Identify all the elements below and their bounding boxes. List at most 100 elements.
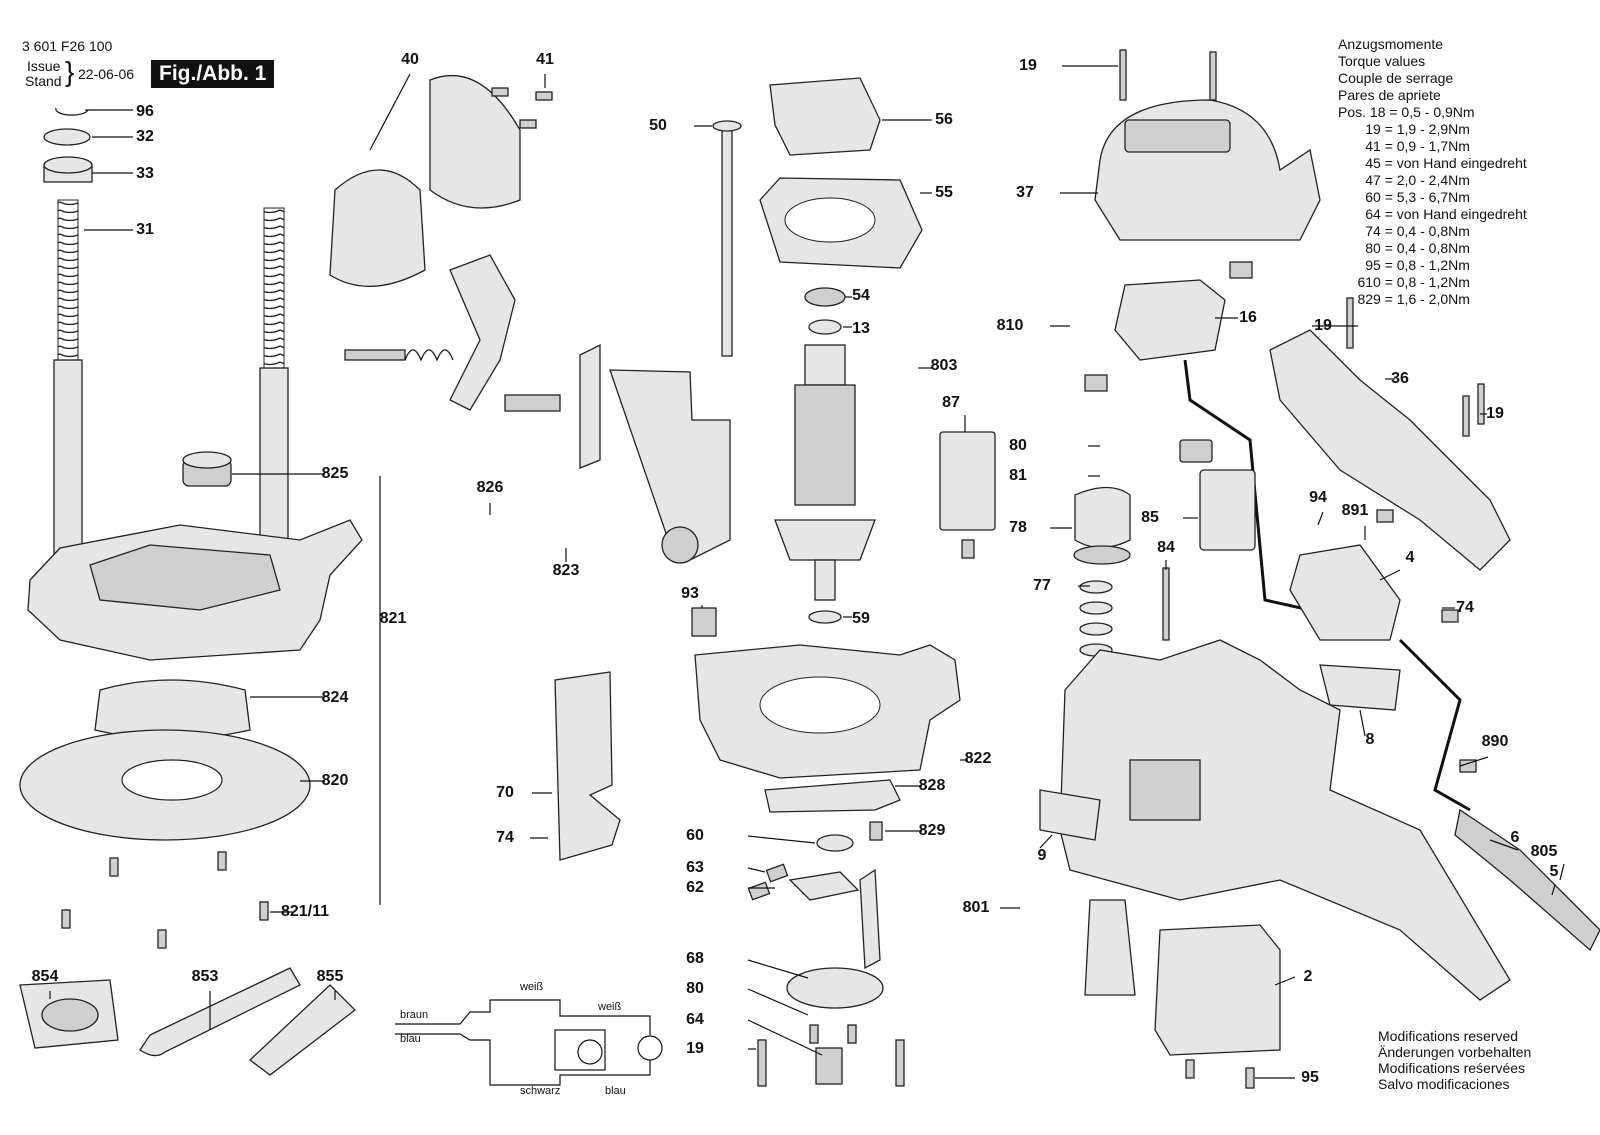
torque-row: 610 = 0,8 - 1,2Nm bbox=[1338, 274, 1470, 290]
leader-line bbox=[747, 835, 816, 844]
part-number-label: 93 bbox=[681, 585, 699, 602]
part-number-label: 95 bbox=[1301, 1069, 1319, 1086]
part-number-label: 828 bbox=[919, 777, 946, 794]
part-number-label: 16 bbox=[1239, 309, 1257, 326]
part-number-label: 13 bbox=[852, 320, 870, 337]
top-cover-screws bbox=[1119, 49, 1217, 101]
part-number-label: 60 bbox=[686, 827, 704, 844]
part-number-label: 2 bbox=[1304, 968, 1313, 985]
part-number-label: 890 bbox=[1482, 733, 1509, 750]
power-cord bbox=[1183, 359, 1600, 952]
cord-clamp bbox=[1289, 544, 1401, 641]
part-number-label: 87 bbox=[942, 394, 960, 411]
electronics-module bbox=[1179, 439, 1256, 551]
part-number-label: 4 bbox=[1406, 549, 1415, 566]
centering-mandrel bbox=[248, 984, 356, 1076]
leader-line bbox=[747, 867, 766, 873]
modifications-line: Änderungen vorbehalten bbox=[1378, 1044, 1532, 1060]
part-number-label: 810 bbox=[997, 317, 1024, 334]
part-number-label: 19 bbox=[1019, 57, 1037, 74]
part-number-label: 823 bbox=[553, 562, 580, 579]
part-number-label: 80 bbox=[1009, 437, 1027, 454]
modifications-line: Modifications reśervées bbox=[1378, 1060, 1526, 1076]
part-number-label: 821 bbox=[380, 610, 407, 627]
leader-line bbox=[1559, 863, 1565, 881]
leader-line bbox=[1379, 569, 1401, 581]
base-screws bbox=[61, 851, 269, 949]
part-number-label: 803 bbox=[931, 357, 958, 374]
torque-row: Pos. 18 = 0,5 - 0,9Nm bbox=[1338, 104, 1475, 120]
leader-line bbox=[1039, 834, 1053, 849]
part-number-label: 891 bbox=[1342, 502, 1369, 519]
washers-77 bbox=[1079, 580, 1113, 657]
part-number-label: 805 bbox=[1531, 843, 1558, 860]
leader-line bbox=[1274, 976, 1296, 986]
torque-title: Anzugsmomente bbox=[1338, 36, 1444, 52]
clamp-plate bbox=[579, 343, 601, 469]
torque-row: 74 = 0,4 - 0,8Nm bbox=[1338, 223, 1470, 239]
part-number-label: 853 bbox=[192, 968, 219, 985]
left-handle-knob bbox=[329, 169, 426, 288]
wire-color-label: blau bbox=[400, 1033, 421, 1045]
brace: } bbox=[65, 56, 75, 87]
part-number-label: 33 bbox=[136, 165, 154, 182]
leader-line bbox=[1489, 839, 1519, 851]
torque-row: 829 = 1,6 - 2,0Nm bbox=[1338, 291, 1470, 307]
part-number-label: 77 bbox=[1033, 577, 1051, 594]
brush-holder bbox=[1084, 261, 1253, 392]
torque-row: 41 = 0,9 - 1,7Nm bbox=[1338, 138, 1470, 154]
part-number-label: 36 bbox=[1391, 370, 1409, 387]
part-number-label: 5 bbox=[1550, 863, 1559, 880]
torque-row: 95 = 0,8 - 1,2Nm bbox=[1338, 257, 1470, 273]
torque-title: Couple de serrage bbox=[1338, 70, 1454, 86]
speed-dial bbox=[1073, 486, 1131, 565]
part-number-label: 70 bbox=[496, 784, 514, 801]
air-guide-ring bbox=[769, 77, 881, 156]
part-number-label: 40 bbox=[401, 51, 419, 68]
part-number-label: 56 bbox=[935, 111, 953, 128]
washer-part bbox=[43, 128, 91, 146]
part-number-label: 801 bbox=[963, 899, 990, 916]
part-number-label: 32 bbox=[136, 128, 154, 145]
top-cover bbox=[1094, 99, 1321, 241]
part-number-label: 824 bbox=[322, 689, 349, 706]
modifications-note: Modifications reserved Änderungen vorbeh… bbox=[1378, 1028, 1531, 1092]
leader-line bbox=[747, 959, 809, 979]
bearing-upper bbox=[804, 287, 846, 307]
base-plate bbox=[19, 729, 311, 841]
torque-row: 47 = 2,0 - 2,4Nm bbox=[1338, 172, 1470, 188]
part-number-label: 96 bbox=[136, 103, 154, 120]
part-number-label: 84 bbox=[1157, 539, 1175, 556]
router-base bbox=[27, 519, 363, 661]
modifications-line: Modifications reserved bbox=[1378, 1028, 1519, 1044]
handle-screws bbox=[1346, 297, 1485, 773]
part-number-label: 80 bbox=[686, 980, 704, 997]
part-number-label: 78 bbox=[1009, 519, 1027, 536]
torque-row: 60 = 5,3 - 6,7Nm bbox=[1338, 189, 1470, 205]
part-number-label: 62 bbox=[686, 879, 704, 896]
part-number-label: 37 bbox=[1016, 184, 1034, 201]
screw-829 bbox=[869, 821, 883, 841]
bottom-screws-right bbox=[1185, 1059, 1255, 1089]
part-number-label: 855 bbox=[317, 968, 344, 985]
part-number-label: 31 bbox=[136, 221, 154, 238]
torque-title: Torque values bbox=[1338, 53, 1426, 69]
part-number-label: 821/11 bbox=[281, 903, 329, 920]
stop-block bbox=[691, 607, 717, 637]
lever-shaft bbox=[344, 349, 561, 412]
wire-color-label: schwarz bbox=[520, 1085, 560, 1097]
part-number-label: 19 bbox=[686, 1040, 704, 1057]
depth-stop-knob bbox=[182, 451, 232, 487]
retaining-ring-part bbox=[55, 107, 89, 116]
dust-extraction-shoe bbox=[554, 671, 621, 861]
torque-title: Pares de apriete bbox=[1338, 87, 1441, 103]
torque-row: 64 = von Hand eingedreht bbox=[1338, 206, 1527, 222]
pin-84 bbox=[1162, 567, 1170, 641]
part-number-label: 826 bbox=[477, 479, 504, 496]
left-handle-cover bbox=[429, 74, 521, 209]
leader-line bbox=[1459, 756, 1489, 767]
figure-label: Fig./Abb. 1 bbox=[151, 60, 275, 88]
fan-baffle bbox=[759, 177, 923, 269]
